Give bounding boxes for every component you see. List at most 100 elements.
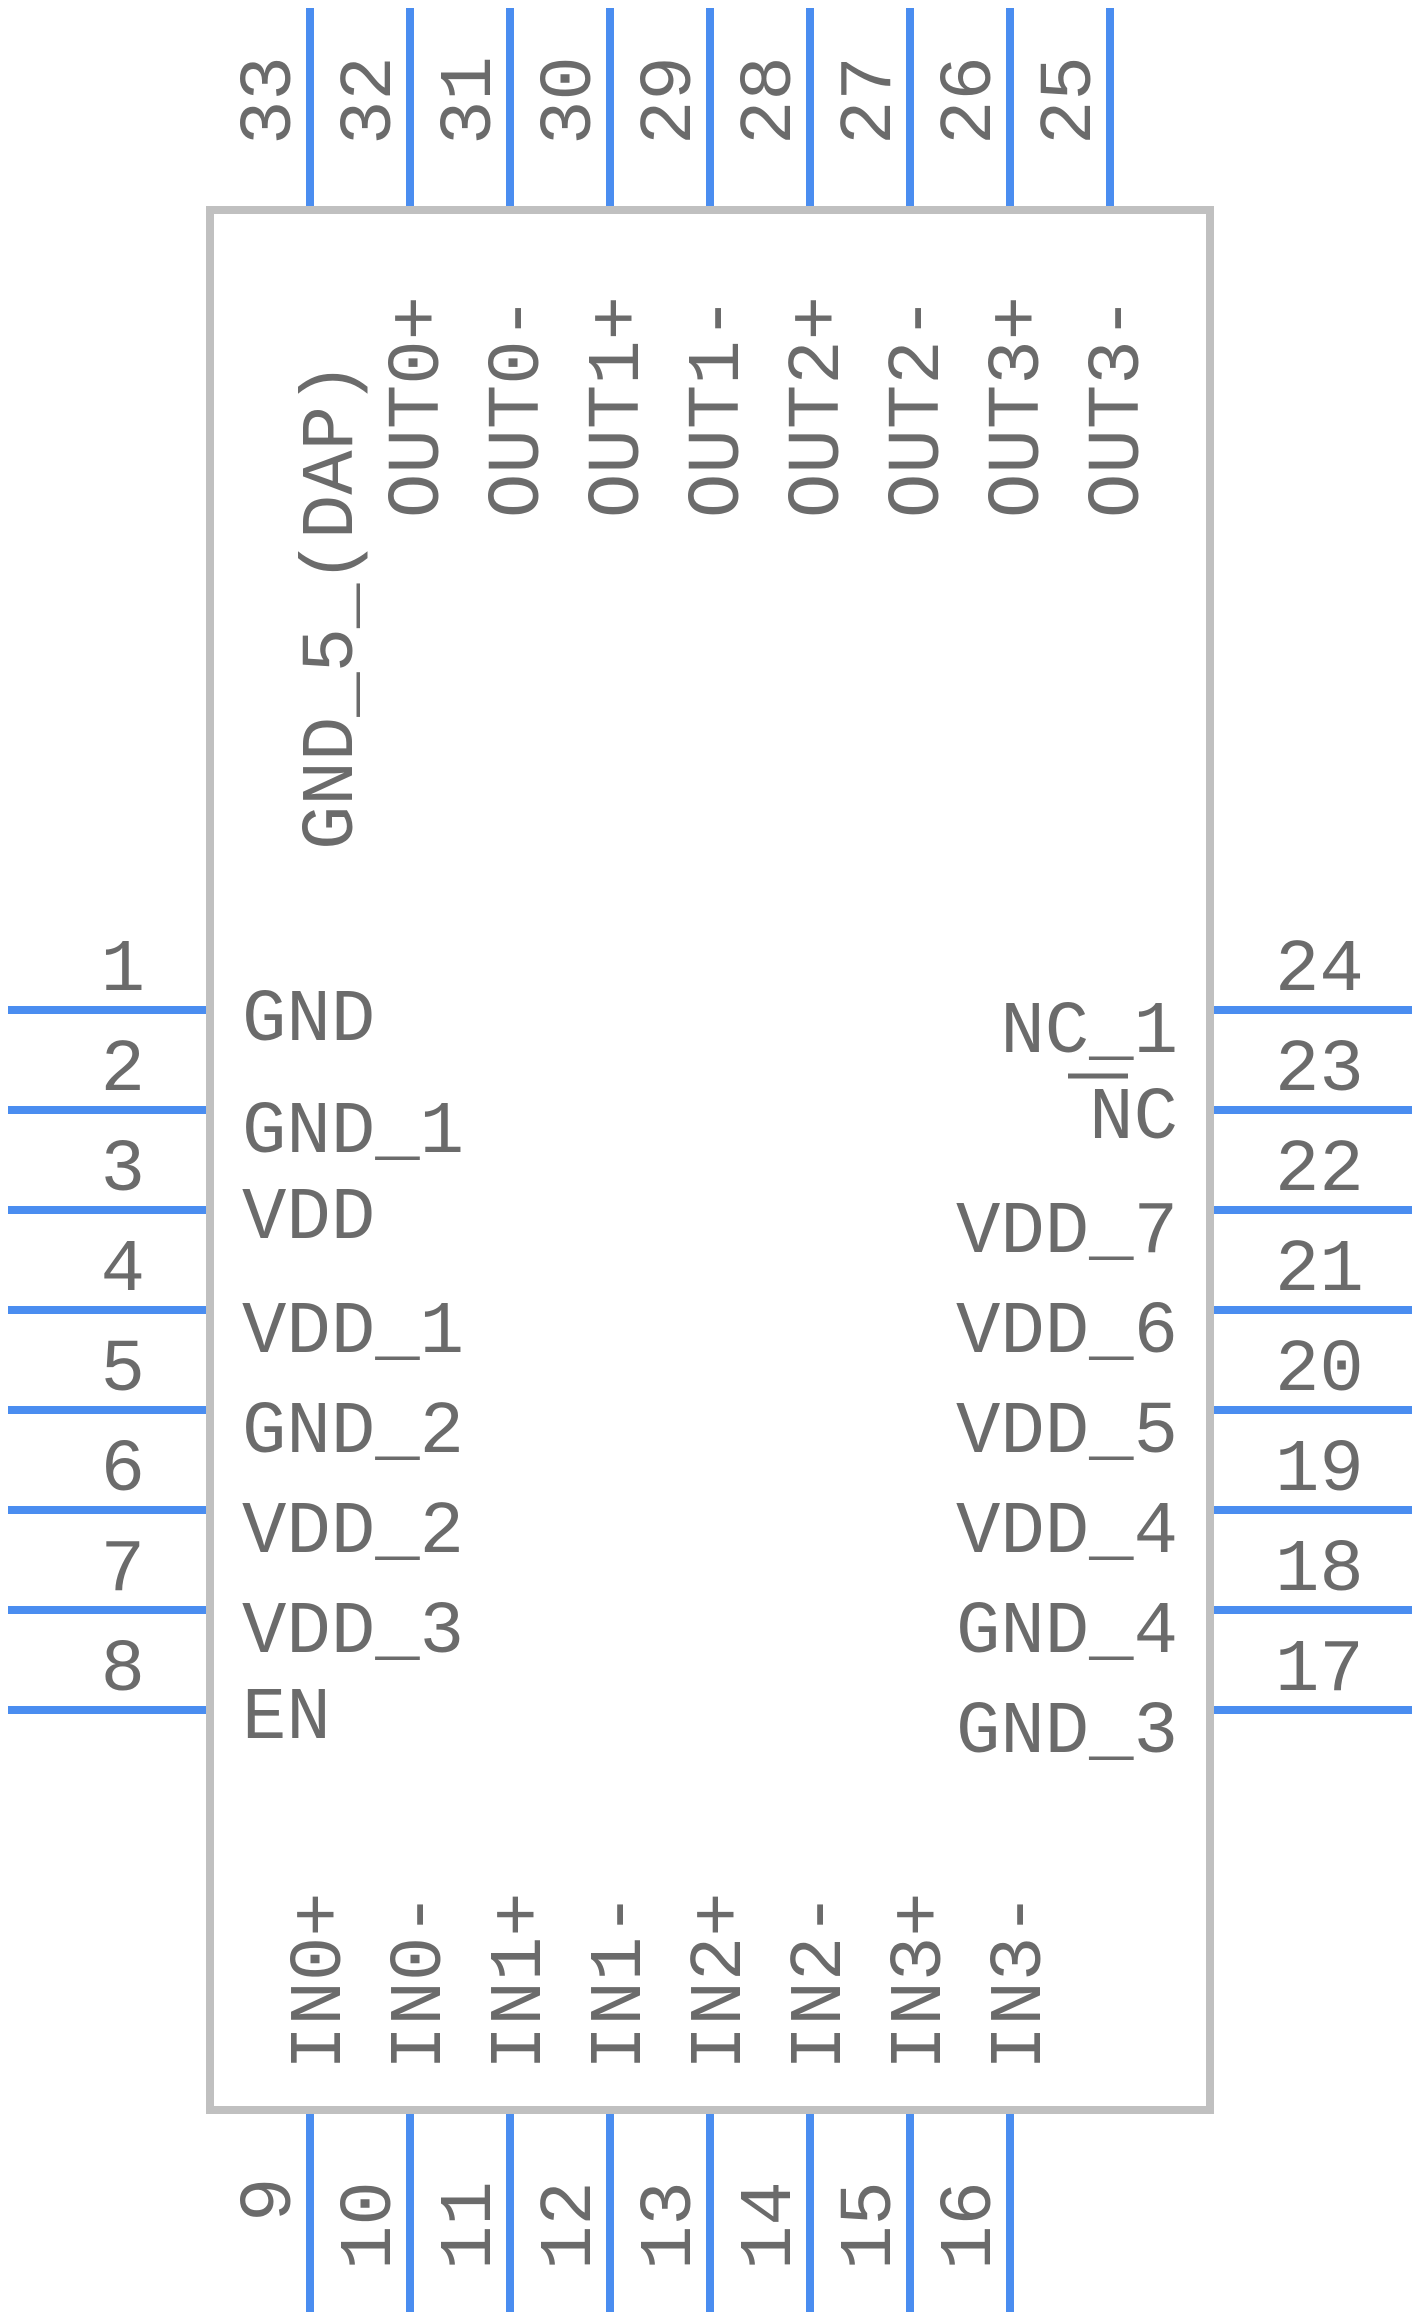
pin-11: 11 IN1+ <box>429 1892 563 2312</box>
pin-label: NC_1 <box>1000 991 1178 1075</box>
pin-number: 29 <box>629 56 713 145</box>
pin-22: 22 VDD_7 <box>956 1129 1412 1275</box>
pin-number: 12 <box>529 2181 613 2270</box>
pin-label: VDD_3 <box>242 1591 464 1675</box>
pin-label: OUT1- <box>677 296 761 518</box>
right-pins: 24 NC_1 23 NC 22 VDD_7 21 VDD_6 20 VDD_5… <box>956 929 1412 1775</box>
pin-label: OUT2+ <box>777 296 861 518</box>
pin-label: OUT1+ <box>577 296 661 518</box>
pin-28: 28 OUT2+ <box>729 8 861 518</box>
pin-29: 29 OUT1- <box>629 8 761 518</box>
component-body <box>206 206 1214 2114</box>
pin-label: IN1- <box>579 1892 663 2070</box>
pin-16: 16 IN3- <box>929 1892 1063 2312</box>
pin-27: 27 OUT2- <box>829 8 961 518</box>
pin-label: IN3- <box>979 1892 1063 2070</box>
pin-label: IN1+ <box>479 1892 563 2070</box>
pin-number: 14 <box>729 2181 813 2270</box>
pin-label: EN <box>242 1677 331 1761</box>
pin-number: 20 <box>1275 1329 1364 1413</box>
pin-label: IN2+ <box>679 1892 763 2070</box>
pin-32: 32 OUT0+ <box>329 8 461 518</box>
pin-number: 32 <box>329 56 413 145</box>
pin-label: VDD_1 <box>242 1291 464 1375</box>
pin-10: 10 IN0- <box>329 1892 463 2312</box>
pin-label: OUT3+ <box>977 296 1061 518</box>
pin-number: 23 <box>1275 1029 1364 1113</box>
pin-label: NC <box>1089 1077 1178 1161</box>
left-pins: 1 GND 2 GND_1 3 VDD 4 VDD_1 5 GND_2 6 VD… <box>8 929 464 1761</box>
pin-number: 18 <box>1275 1529 1364 1613</box>
pin-label: IN0+ <box>279 1892 363 2070</box>
pin-label: GND <box>242 979 375 1063</box>
pin-number: 15 <box>829 2181 913 2270</box>
pin-number: 25 <box>1029 56 1113 145</box>
pin-4: 4 VDD_1 <box>8 1229 464 1375</box>
pin-24: 24 NC_1 <box>1000 929 1412 1075</box>
pin-20: 20 VDD_5 <box>956 1329 1412 1475</box>
pin-label: OUT3- <box>1077 296 1161 518</box>
pin-label: VDD_2 <box>242 1491 464 1575</box>
pin-19: 19 VDD_4 <box>956 1429 1412 1575</box>
pin-13: 13 IN2+ <box>629 1892 763 2312</box>
pin-15: 15 IN3+ <box>829 1892 963 2312</box>
pin-label: VDD_7 <box>956 1191 1178 1275</box>
pin-number: 1 <box>101 929 145 1013</box>
pin-number: 10 <box>329 2181 413 2270</box>
top-pins: 33 GND_5_(DAP) 32 OUT0+ 31 OUT0- 30 OUT1… <box>229 8 1161 850</box>
pin-number: 11 <box>429 2181 513 2270</box>
pin-label: VDD_4 <box>956 1491 1178 1575</box>
pin-2: 2 GND_1 <box>8 1029 464 1175</box>
pin-label: IN2- <box>779 1892 863 2070</box>
pin-18: 18 GND_4 <box>956 1529 1412 1675</box>
pin-number: 7 <box>101 1529 145 1613</box>
pin-25: 25 OUT3- <box>1029 8 1161 518</box>
pin-label: GND_5_(DAP) <box>291 362 375 850</box>
pin-26: 26 OUT3+ <box>929 8 1061 518</box>
pin-3: 3 VDD <box>8 1129 375 1261</box>
pin-number: 16 <box>929 2181 1013 2270</box>
pin-14: 14 IN2- <box>729 1892 863 2312</box>
pin-17: 17 GND_3 <box>956 1629 1412 1775</box>
pin-5: 5 GND_2 <box>8 1329 464 1475</box>
pin-9: 9 IN0+ <box>229 1892 363 2312</box>
pin-21: 21 VDD_6 <box>956 1229 1412 1375</box>
pin-label: OUT0+ <box>377 296 461 518</box>
pin-7: 7 VDD_3 <box>8 1529 464 1675</box>
pin-23: 23 NC <box>1068 1029 1412 1161</box>
bottom-pins: 9 IN0+ 10 IN0- 11 IN1+ 12 IN1- 13 IN2+ 1… <box>229 1892 1063 2312</box>
pin-number: 22 <box>1275 1129 1364 1213</box>
pin-label: OUT2- <box>877 296 961 518</box>
pin-number: 2 <box>101 1029 145 1113</box>
pin-number: 21 <box>1275 1229 1364 1313</box>
pin-number: 28 <box>729 56 813 145</box>
pin-8: 8 EN <box>8 1629 331 1761</box>
pin-label: VDD <box>242 1177 375 1261</box>
pin-label: GND_2 <box>242 1391 464 1475</box>
pin-number: 4 <box>101 1229 145 1313</box>
pin-number: 8 <box>101 1629 145 1713</box>
pin-number: 27 <box>829 56 913 145</box>
pin-label: GND_4 <box>956 1591 1178 1675</box>
pin-label: IN0- <box>379 1892 463 2070</box>
pin-number: 24 <box>1275 929 1364 1013</box>
pin-number: 13 <box>629 2181 713 2270</box>
pin-label: GND_1 <box>242 1091 464 1175</box>
pin-number: 9 <box>229 2178 313 2222</box>
pin-12: 12 IN1- <box>529 1892 663 2312</box>
pin-label: GND_3 <box>956 1691 1178 1775</box>
pin-6: 6 VDD_2 <box>8 1429 464 1575</box>
pin-30: 30 OUT1+ <box>529 8 661 518</box>
pin-label: OUT0- <box>477 296 561 518</box>
pin-label: IN3+ <box>879 1892 963 2070</box>
pin-number: 30 <box>529 56 613 145</box>
pin-number: 5 <box>101 1329 145 1413</box>
pin-label: VDD_6 <box>956 1291 1178 1375</box>
pin-number: 19 <box>1275 1429 1364 1513</box>
pin-1: 1 GND <box>8 929 375 1063</box>
pin-number: 31 <box>429 56 513 145</box>
pin-number: 33 <box>229 56 313 145</box>
pin-number: 17 <box>1275 1629 1364 1713</box>
pin-33: 33 GND_5_(DAP) <box>229 8 375 850</box>
